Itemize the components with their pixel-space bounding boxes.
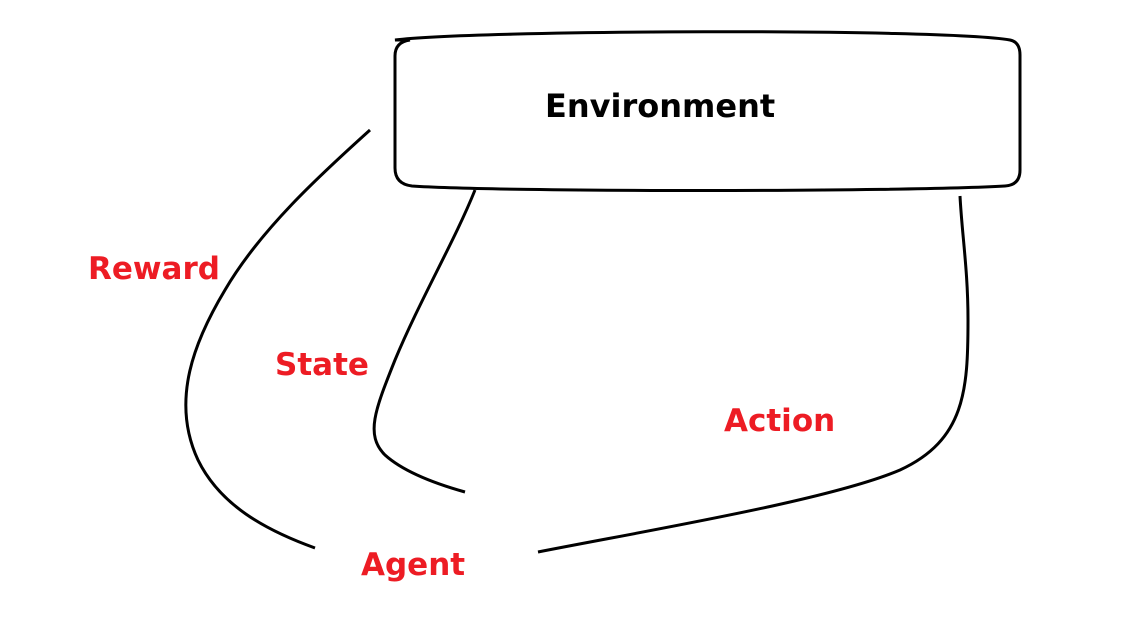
state-label: State xyxy=(275,347,369,383)
reward-label: Reward xyxy=(88,251,220,287)
agent-label: Agent xyxy=(361,547,466,583)
environment-label: Environment xyxy=(545,87,776,125)
action-label: Action xyxy=(724,403,836,439)
environment-box xyxy=(393,30,1022,192)
action-edge xyxy=(537,195,970,554)
state-edge xyxy=(372,189,477,494)
reward-edge xyxy=(184,128,372,550)
